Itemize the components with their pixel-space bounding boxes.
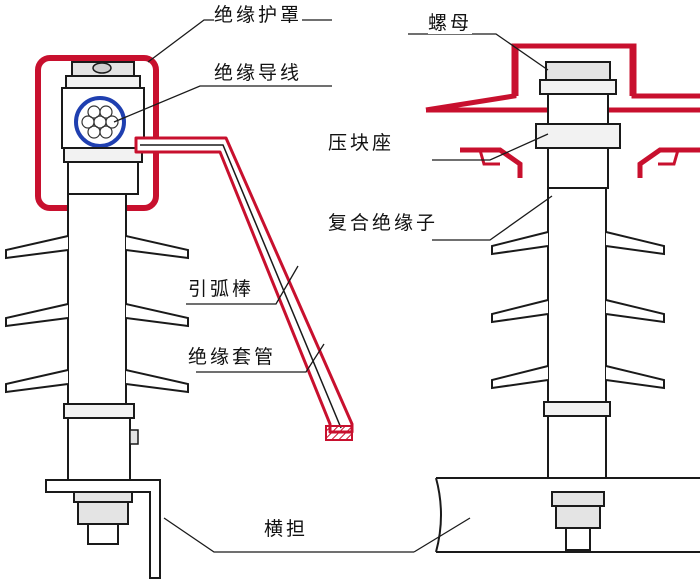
label-arc-rod: 引弧棒 bbox=[188, 278, 255, 300]
right-nut-washer bbox=[539, 79, 617, 95]
left-bottom-fitting bbox=[67, 417, 131, 481]
right-bottom-washer bbox=[551, 491, 605, 507]
arc-rod-core bbox=[140, 144, 342, 429]
right-insulator bbox=[425, 43, 700, 553]
left-bolt-head bbox=[92, 62, 112, 74]
leader-lines bbox=[113, 19, 553, 553]
leader-arc-rod bbox=[186, 265, 299, 305]
leader-insulated-wire bbox=[113, 85, 332, 123]
left-clamp-base bbox=[63, 147, 143, 163]
right-nut bbox=[545, 61, 611, 81]
left-core-rod bbox=[67, 193, 127, 405]
leader-cross-arm-left bbox=[163, 517, 414, 553]
arc-rod-assembly bbox=[134, 136, 354, 441]
right-shed-1 bbox=[491, 231, 665, 256]
label-insulating-sleeve: 绝缘套管 bbox=[188, 346, 277, 368]
left-bottom-washer bbox=[73, 491, 133, 503]
right-bottom-flange bbox=[543, 401, 611, 417]
left-bottom-flange bbox=[63, 403, 135, 419]
right-clamp-lips bbox=[478, 149, 680, 166]
left-shed-3 bbox=[5, 369, 189, 394]
leader-insulating-cover bbox=[147, 19, 332, 63]
right-bolt-tail bbox=[565, 527, 591, 551]
right-shed-3 bbox=[491, 365, 665, 390]
right-shed-2 bbox=[491, 299, 665, 324]
left-top-washer bbox=[65, 75, 141, 89]
label-insulated-wire: 绝缘导线 bbox=[214, 62, 303, 84]
label-clamp-base: 压块座 bbox=[328, 132, 395, 154]
right-bottom-fitting bbox=[547, 415, 607, 479]
left-cross-arm bbox=[45, 479, 161, 579]
right-stud bbox=[547, 93, 609, 125]
left-insulator bbox=[5, 55, 189, 579]
left-side-stud bbox=[129, 429, 139, 445]
left-fitting bbox=[67, 161, 139, 195]
left-shed-2 bbox=[5, 303, 189, 328]
label-cross-arm: 横担 bbox=[264, 518, 309, 540]
right-cross-arm bbox=[435, 477, 700, 553]
right-bottom-nut bbox=[555, 505, 601, 529]
leader-composite-insulator bbox=[432, 195, 553, 241]
leader-insulating-sleeve bbox=[196, 343, 325, 373]
right-clamp-base bbox=[535, 123, 621, 149]
left-bolt-tail bbox=[87, 523, 119, 545]
right-core-rod bbox=[547, 187, 607, 403]
leader-clamp-base bbox=[432, 133, 549, 161]
right-fitting bbox=[547, 147, 609, 189]
arc-rod-end-cap bbox=[325, 425, 353, 441]
insulated-wire-cross-section bbox=[74, 96, 126, 148]
right-cover-sides bbox=[513, 48, 635, 96]
leader-nut bbox=[408, 33, 549, 71]
left-bottom-nut bbox=[77, 501, 129, 525]
label-composite-insulator: 复合绝缘子 bbox=[328, 212, 439, 234]
leader-cross-arm-right bbox=[413, 517, 471, 553]
label-insulating-cover: 绝缘护罩 bbox=[214, 4, 303, 26]
left-shed-1 bbox=[5, 235, 189, 260]
label-nut: 螺母 bbox=[428, 12, 473, 34]
